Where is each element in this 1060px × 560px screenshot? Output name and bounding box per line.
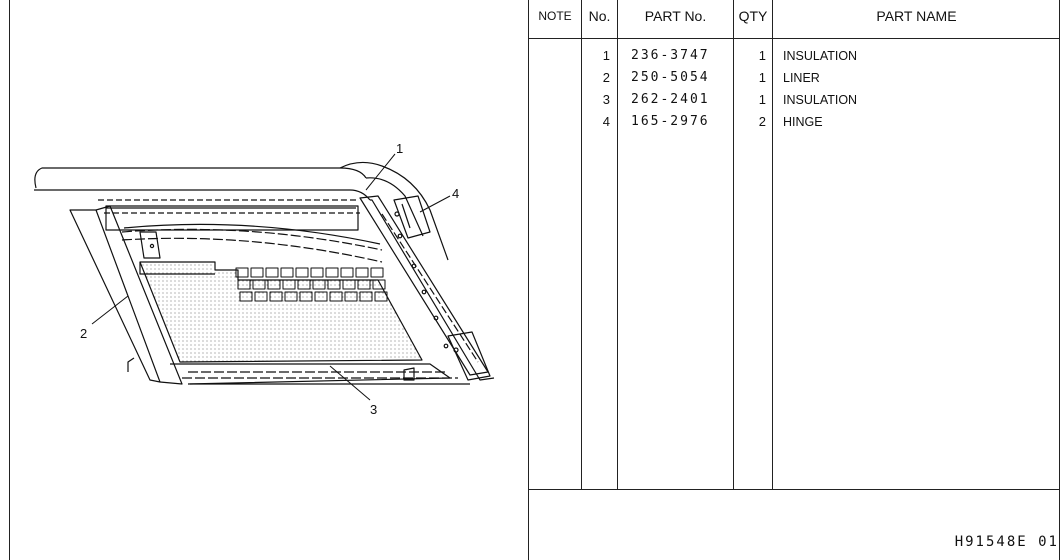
- top-rim-edge: [34, 167, 367, 189]
- callout-2: 2: [80, 326, 87, 341]
- parts-drawing: 1 4 2 3: [34, 141, 495, 417]
- row-1-part-name: INSULATION: [783, 49, 858, 63]
- header-qty: QTY: [738, 8, 768, 24]
- row-2-part-no: 250-5054: [631, 70, 710, 85]
- row-1-part-no: 236-3747: [631, 48, 710, 63]
- row-3-qty: 1: [758, 92, 766, 107]
- row-3-no: 3: [602, 92, 610, 107]
- row-2-no: 2: [602, 70, 610, 85]
- row-3-part-no: 262-2401: [631, 92, 710, 107]
- lower-hinge: [447, 331, 491, 381]
- row-1-no: 1: [602, 48, 610, 63]
- parts-list-table: NOTE No. PART No. QTY PART NAME 1 236-37…: [528, 0, 1060, 560]
- header-note: NOTE: [538, 9, 572, 23]
- bracket: [139, 231, 161, 259]
- row-4-part-name: HINGE: [783, 115, 823, 129]
- frame-left-border: [9, 0, 10, 560]
- row-4-part-no: 165-2976: [631, 114, 710, 129]
- row-4-no: 4: [602, 114, 610, 129]
- header-part-name: PART NAME: [876, 8, 957, 24]
- header-part-no: PART No.: [644, 8, 707, 24]
- row-2-part-name: LINER: [783, 71, 820, 85]
- drawing-code: H91548E 01: [954, 534, 1059, 550]
- footer-divider: [529, 489, 1060, 490]
- row-2-qty: 1: [758, 70, 766, 85]
- header-no: No.: [588, 8, 611, 24]
- callout-4: 4: [452, 186, 459, 201]
- bottom-frame: [170, 363, 451, 385]
- header-divider: [529, 38, 1060, 39]
- row-4-qty: 2: [758, 114, 766, 129]
- top-rim-lower: [34, 189, 371, 201]
- callout-1: 1: [396, 141, 403, 156]
- row-1-qty: 1: [758, 48, 766, 63]
- upper-hinge: [393, 195, 431, 239]
- callout-3: 3: [370, 402, 377, 417]
- row-3-part-name: INSULATION: [783, 93, 858, 107]
- pad-grid: [235, 267, 388, 302]
